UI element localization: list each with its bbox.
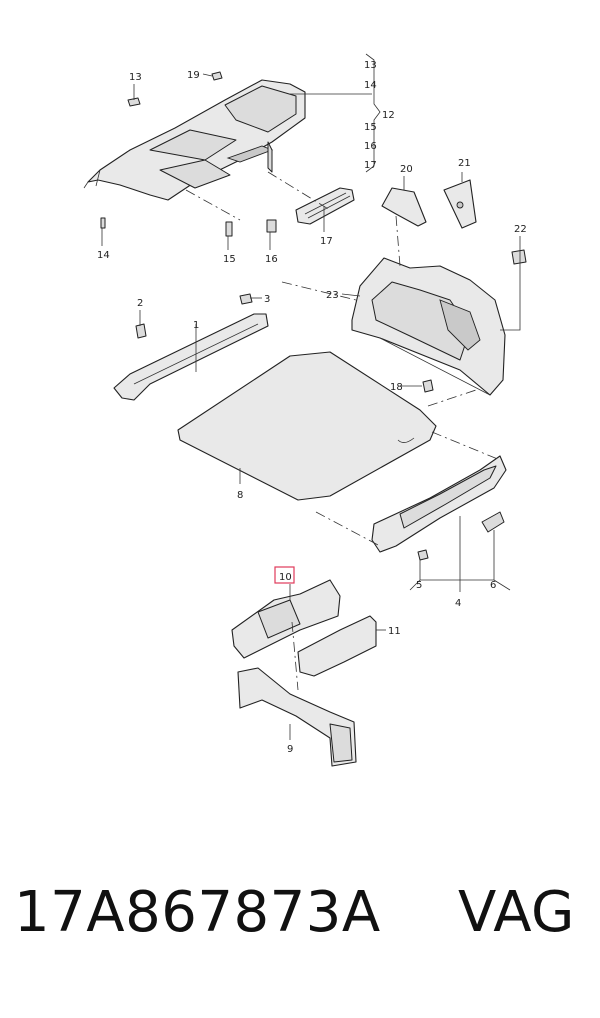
floor-mat xyxy=(177,351,437,501)
shelf-clips xyxy=(100,71,277,237)
callout-17: 17 xyxy=(320,236,333,247)
callout-16-list: 16 xyxy=(364,141,377,152)
callout-3: 3 xyxy=(264,294,270,305)
callout-15-list: 15 xyxy=(364,122,377,133)
callout-5: 5 xyxy=(416,580,422,591)
callout-15: 15 xyxy=(223,254,236,265)
callout-6: 6 xyxy=(490,580,496,591)
parcel-shelf xyxy=(83,79,306,201)
callout-13: 13 xyxy=(129,72,142,83)
bracket-9 xyxy=(237,667,357,767)
trim-rail-1 xyxy=(113,293,269,401)
assembly-lines xyxy=(185,171,501,691)
callout-23: 23 xyxy=(326,290,339,301)
callout-16: 16 xyxy=(265,254,278,265)
callout-2: 2 xyxy=(137,298,143,309)
callout-20: 20 xyxy=(400,164,413,175)
callout-10-highlight xyxy=(274,566,295,584)
leader-lines xyxy=(101,53,521,740)
fastener-18 xyxy=(422,379,434,393)
mat-handle xyxy=(397,437,415,443)
callout-13-list: 13 xyxy=(364,60,377,71)
callout-17-list: 17 xyxy=(364,160,377,171)
bracket-17 xyxy=(295,187,355,225)
side-trim xyxy=(351,257,506,396)
bracket-11 xyxy=(297,615,377,677)
callout-12: 12 xyxy=(382,110,395,121)
callout-10: 10 xyxy=(279,572,292,583)
callout-4: 4 xyxy=(455,598,461,609)
callout-21: 21 xyxy=(458,158,471,169)
callout-8: 8 xyxy=(237,490,243,501)
part-number: 17A867873A xyxy=(14,880,381,945)
bracket-10 xyxy=(231,579,341,659)
callout-9: 9 xyxy=(287,744,293,755)
footer: 17A867873A VAG xyxy=(0,880,600,990)
callouts: 13 19 13 14 12 15 16 17 20 21 22 14 15 1… xyxy=(97,60,527,755)
callout-19: 19 xyxy=(187,70,200,81)
callout-22: 22 xyxy=(514,224,527,235)
callout-14-list: 14 xyxy=(364,80,377,91)
callout-14: 14 xyxy=(97,250,110,261)
brand-name: VAG xyxy=(458,880,575,945)
sill-panel xyxy=(371,455,507,561)
small-parts-20-22 xyxy=(381,179,527,265)
callout-18: 18 xyxy=(390,382,403,393)
callout-11: 11 xyxy=(388,626,401,637)
callout-1: 1 xyxy=(193,320,199,331)
